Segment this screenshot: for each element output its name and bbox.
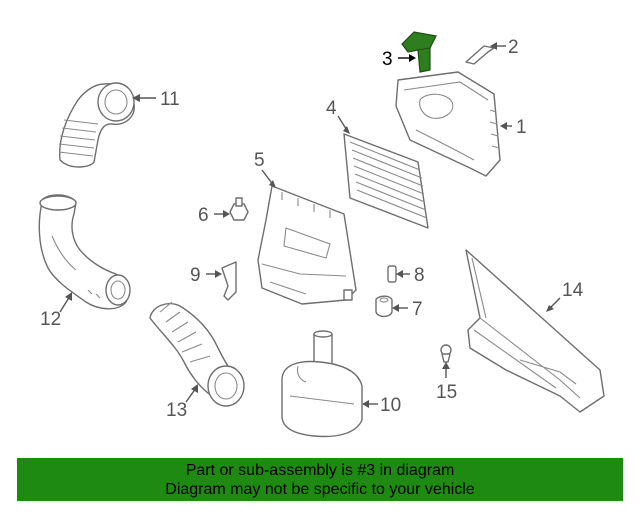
callout-12-label: 12 <box>40 309 61 330</box>
callout-3: 3 <box>382 49 416 70</box>
part-9-bracket[interactable] <box>221 261 237 301</box>
callout-1: 1 <box>500 117 527 138</box>
callout-11: 11 <box>132 89 180 110</box>
callout-15-label: 15 <box>436 382 457 403</box>
callout-9: 9 <box>190 265 222 286</box>
part-4-air-filter[interactable] <box>343 133 429 229</box>
callout-5: 5 <box>254 150 276 188</box>
callout-14-label: 14 <box>562 280 584 301</box>
callout-15: 15 <box>436 362 457 403</box>
callout-5-label: 5 <box>254 150 265 171</box>
banner-line-2: Diagram may not be specific to your vehi… <box>165 481 475 498</box>
part-10-resonator[interactable] <box>281 330 363 438</box>
callout-8-label: 8 <box>414 265 425 286</box>
callout-12: 12 <box>40 292 72 330</box>
callout-14: 14 <box>546 280 584 312</box>
callout-8: 8 <box>396 265 425 286</box>
part-1-upper-cover[interactable] <box>395 71 501 177</box>
callout-4-label: 4 <box>326 98 337 119</box>
part-7-insulator[interactable] <box>375 295 393 318</box>
part-15-clip[interactable] <box>440 344 452 363</box>
part-5-lower-case[interactable] <box>257 185 357 305</box>
info-banner: Part or sub-assembly is #3 in diagram Di… <box>17 458 623 501</box>
part-3-mass-air-flow-sensor[interactable] <box>401 31 437 73</box>
callout-2: 2 <box>490 37 519 58</box>
part-6-valve[interactable] <box>229 197 249 221</box>
part-13-intake-hose[interactable] <box>149 301 245 407</box>
part-2-clip[interactable] <box>465 45 495 65</box>
callout-6-label: 6 <box>198 205 209 226</box>
callout-13: 13 <box>166 384 198 421</box>
callout-7: 7 <box>392 299 423 320</box>
callout-4: 4 <box>326 98 350 134</box>
callout-9-label: 9 <box>190 265 201 286</box>
banner-line-1: Part or sub-assembly is #3 in diagram <box>185 462 455 479</box>
callout-10: 10 <box>362 395 401 416</box>
callout-3-label: 3 <box>382 49 393 70</box>
part-12-resonator-duct[interactable] <box>38 194 131 310</box>
callout-1-label: 1 <box>516 117 527 138</box>
part-11-intake-hose[interactable] <box>58 82 135 168</box>
part-8-grommet[interactable] <box>387 265 397 283</box>
callout-10-label: 10 <box>380 395 401 416</box>
callout-11-label: 11 <box>160 89 180 110</box>
callout-13-label: 13 <box>166 400 187 421</box>
callout-7-label: 7 <box>412 299 423 320</box>
callout-2-label: 2 <box>508 37 519 58</box>
callout-6: 6 <box>198 205 230 226</box>
part-14-air-duct[interactable] <box>465 249 605 413</box>
